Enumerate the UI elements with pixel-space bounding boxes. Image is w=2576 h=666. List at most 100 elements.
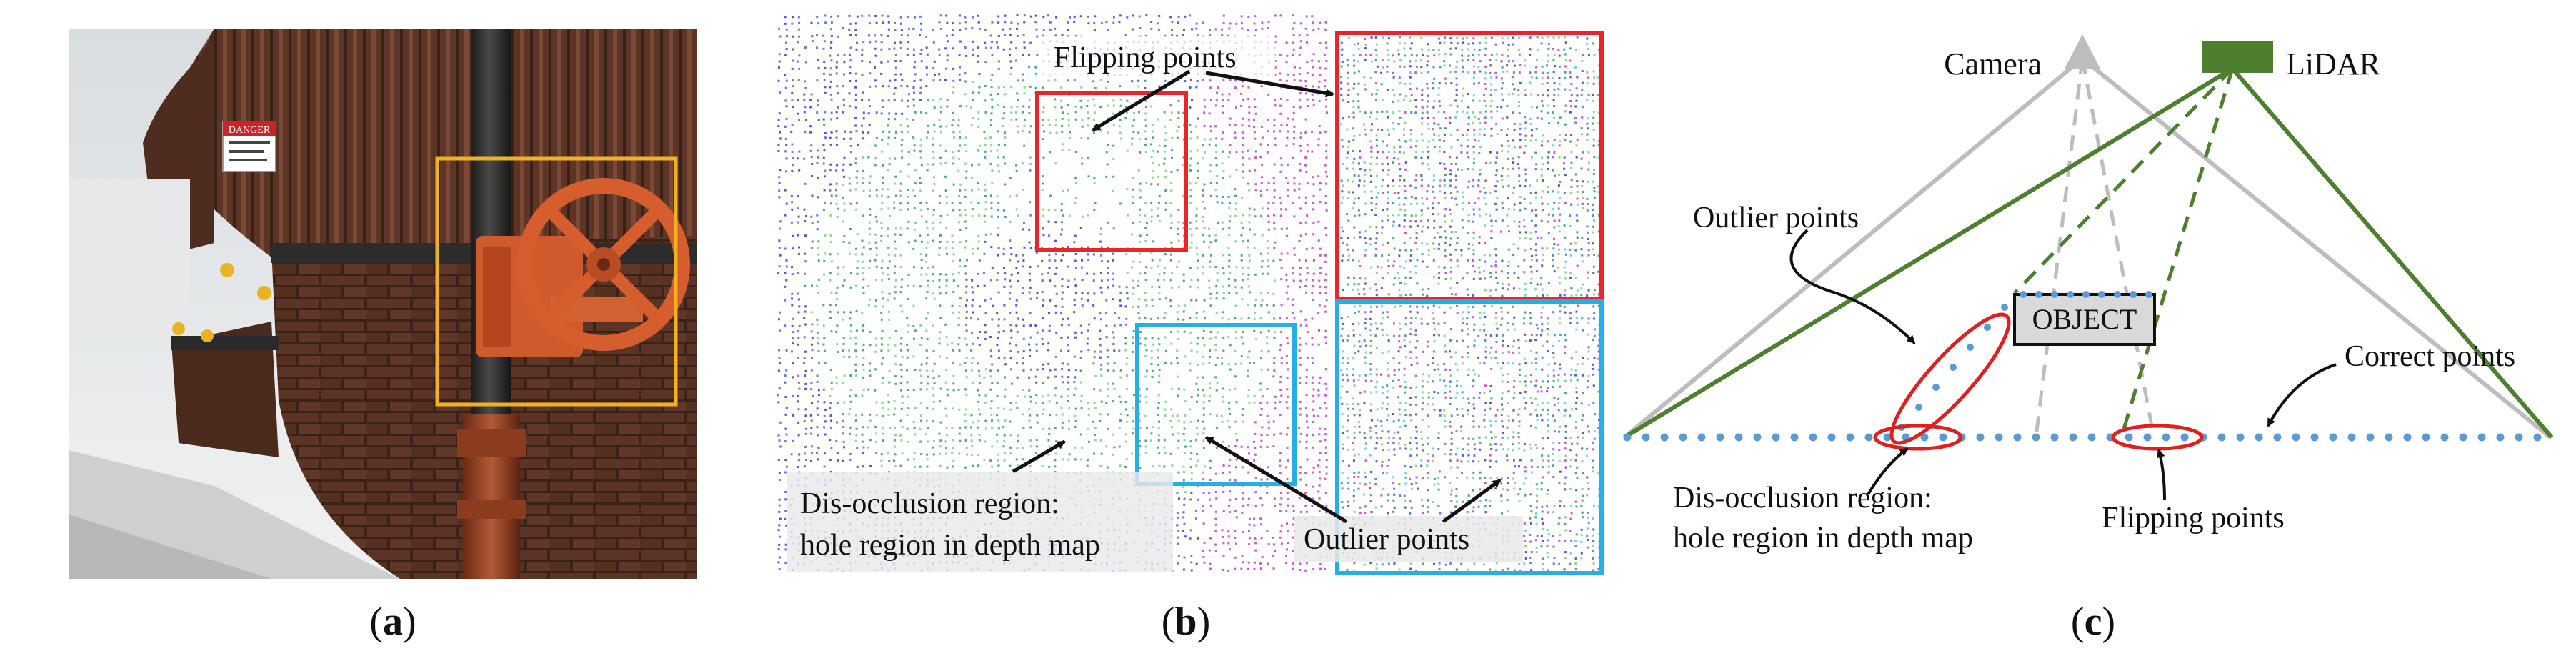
object-box	[2013, 293, 2156, 346]
zoom-blue-box	[1335, 299, 1604, 575]
point-cloud-visualization: Flipping points Dis-occlusion region: ho…	[777, 14, 1604, 575]
object-top-point	[2082, 291, 2090, 298]
label-correct-points: Correct points	[2345, 340, 2515, 373]
danger-sign: DANGER	[222, 121, 276, 172]
ground-point	[1753, 433, 1762, 442]
ground-point	[1846, 433, 1854, 442]
ground-point	[2440, 433, 2449, 442]
ground-point	[1772, 433, 1780, 442]
ground-point	[1883, 433, 1892, 442]
outlier-point	[1932, 384, 1940, 391]
label-lidar: LiDAR	[2286, 46, 2381, 81]
flipping-points-box	[1035, 91, 1188, 252]
arrow-outlier-left	[1204, 435, 1348, 524]
sensor-geometry-diagram: Camera LiDAR OBJECT Outlier points Corre…	[1623, 34, 2554, 555]
ground-point	[1697, 433, 1706, 442]
ground-point	[1623, 433, 1632, 442]
ground-point	[1809, 433, 1817, 442]
ground-point	[1939, 433, 1947, 442]
panel-a: DANGER	[0, 0, 757, 666]
ground-point	[1642, 433, 1650, 442]
ground-point	[1679, 433, 1687, 442]
ground-point	[2515, 433, 2523, 442]
disocclusion-ellipse	[1873, 424, 1963, 451]
ground-point	[2217, 433, 2226, 442]
ground-point	[2292, 433, 2300, 442]
ground-point	[2032, 433, 2040, 442]
label-object: OBJECT	[2032, 303, 2137, 335]
object-top-point	[2145, 291, 2152, 298]
ground-point	[2087, 433, 2096, 442]
label-camera: Camera	[1944, 46, 2042, 81]
arrow-disocclusion	[1867, 447, 1909, 496]
ground-point	[1976, 433, 1985, 442]
arrow-outlier-right	[1442, 478, 1502, 524]
ground-point	[2050, 433, 2059, 442]
label-disocclusion-1: Dis-occlusion region:	[1673, 482, 1932, 515]
ground-point	[1920, 433, 1929, 442]
ground-point	[2477, 433, 2486, 442]
object-top-point	[2114, 291, 2121, 298]
ground-point	[2236, 433, 2245, 442]
label-flipping-points: Flipping points	[1054, 41, 1237, 74]
label-disocclusion-2: hole region in depth map	[1673, 522, 1973, 555]
valve-handwheel	[517, 178, 690, 351]
arrow-outlier	[1789, 229, 1916, 344]
arrow-disocclusion	[1012, 439, 1066, 474]
camera-icon	[2065, 34, 2100, 69]
panel-b: Flipping points Dis-occlusion region: ho…	[772, 0, 1622, 666]
ground-point	[2310, 433, 2319, 442]
ground-point	[2459, 433, 2467, 442]
object-top-point	[2067, 291, 2074, 298]
ground-point	[2422, 433, 2430, 442]
outlier-point	[1984, 324, 1991, 331]
caption-c: (c)	[2070, 600, 2116, 644]
ground-point	[2273, 433, 2282, 442]
arrow-flipping	[2156, 449, 2166, 501]
arrow-flipping-left	[1092, 69, 1191, 132]
outlier-point	[2001, 304, 2008, 311]
ground-point	[1864, 433, 1873, 442]
ground-point	[1995, 433, 2003, 442]
object-top-point	[2035, 291, 2042, 298]
photo-valve-scene: DANGER	[69, 29, 697, 579]
ground-point	[2180, 433, 2189, 442]
outlier-point	[1967, 344, 1974, 351]
object-top-point	[2130, 291, 2137, 298]
ground-point	[2162, 433, 2170, 442]
label-outlier-points: Outlier points	[1693, 202, 1859, 234]
caption-a: (a)	[369, 600, 416, 644]
label-disocclusion-1: Dis-occlusion region:	[800, 487, 1059, 520]
label-disocclusion-2: hole region in depth map	[800, 529, 1100, 562]
caption-b: (b)	[1161, 600, 1211, 644]
ground-point	[2347, 433, 2356, 442]
outlier-points-box	[1135, 323, 1297, 486]
ground-point	[2255, 433, 2263, 442]
ground-point	[2013, 433, 2022, 442]
outlier-point	[1915, 404, 1922, 411]
valve-bbox	[435, 156, 678, 407]
ground-point	[2403, 433, 2412, 442]
label-flipping-points: Flipping points	[2102, 502, 2285, 535]
ground-point	[2366, 433, 2375, 442]
ground-point	[2533, 433, 2542, 442]
ground-point	[2143, 433, 2152, 442]
lidar-icon	[2202, 41, 2273, 73]
svg-text:DANGER: DANGER	[229, 125, 271, 136]
ground-point	[1790, 433, 1799, 442]
ground-point	[1734, 433, 1743, 442]
outlier-ellipse	[1889, 312, 2011, 445]
object-top-point	[2098, 291, 2105, 298]
arrow-correct	[2267, 363, 2337, 427]
arrow-flipping-right	[1205, 71, 1334, 98]
ground-point	[1716, 433, 1724, 442]
flipping-ellipse	[2111, 424, 2204, 451]
ground-point	[2329, 433, 2337, 442]
object-top-point	[2051, 291, 2058, 298]
ground-point	[2496, 433, 2505, 442]
ground-point	[2125, 433, 2133, 442]
ground-point	[1660, 433, 1669, 442]
zoom-red-box	[1335, 31, 1604, 301]
panel-c: Camera LiDAR OBJECT Outlier points Corre…	[1622, 0, 2576, 666]
object-top-point	[2020, 291, 2027, 298]
